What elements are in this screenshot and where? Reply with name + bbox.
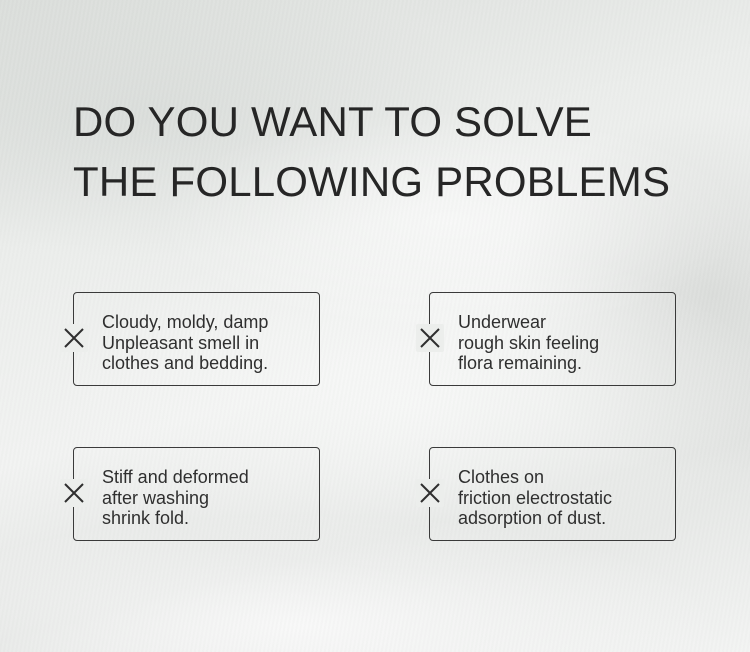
close-icon [416,324,444,352]
problem-card-underwear: Underwear rough skin feeling flora remai… [416,292,676,386]
problem-line: flora remaining. [458,353,583,373]
problem-card-damp-smell: Cloudy, moldy, damp Unpleasant smell in … [60,292,320,386]
problem-line: friction electrostatic [458,487,613,508]
problem-line: after washing [102,487,210,508]
problem-card-static-dust: Clothes on friction electrostatic adsorp… [416,447,676,541]
problem-line: Stiff and deformed [102,467,249,487]
problem-text: Stiff and deformed after washing shrink … [102,467,249,529]
close-icon [60,479,88,507]
page-title: DO YOU WANT TO SOLVE THE FOLLOWING PROBL… [73,92,670,212]
close-icon [60,324,88,352]
problem-line: Cloudy, moldy, damp [102,312,269,332]
problem-card-stiff-deformed: Stiff and deformed after washing shrink … [60,447,320,541]
problem-line: Unpleasant smell in [102,332,260,353]
problem-line: rough skin feeling [458,332,600,353]
problem-line: clothes and bedding. [102,353,269,373]
problem-text: Clothes on friction electrostatic adsorp… [458,467,612,529]
problem-text: Cloudy, moldy, damp Unpleasant smell in … [102,312,268,374]
problem-line: Underwear [458,312,547,332]
page-title-line-2: THE FOLLOWING PROBLEMS [73,158,671,205]
problem-line: Clothes on [458,467,545,487]
problem-line: shrink fold. [102,508,190,528]
problem-line: adsorption of dust. [458,508,607,528]
close-icon [416,479,444,507]
page-title-line-1: DO YOU WANT TO SOLVE [73,98,593,145]
problem-text: Underwear rough skin feeling flora remai… [458,312,599,374]
